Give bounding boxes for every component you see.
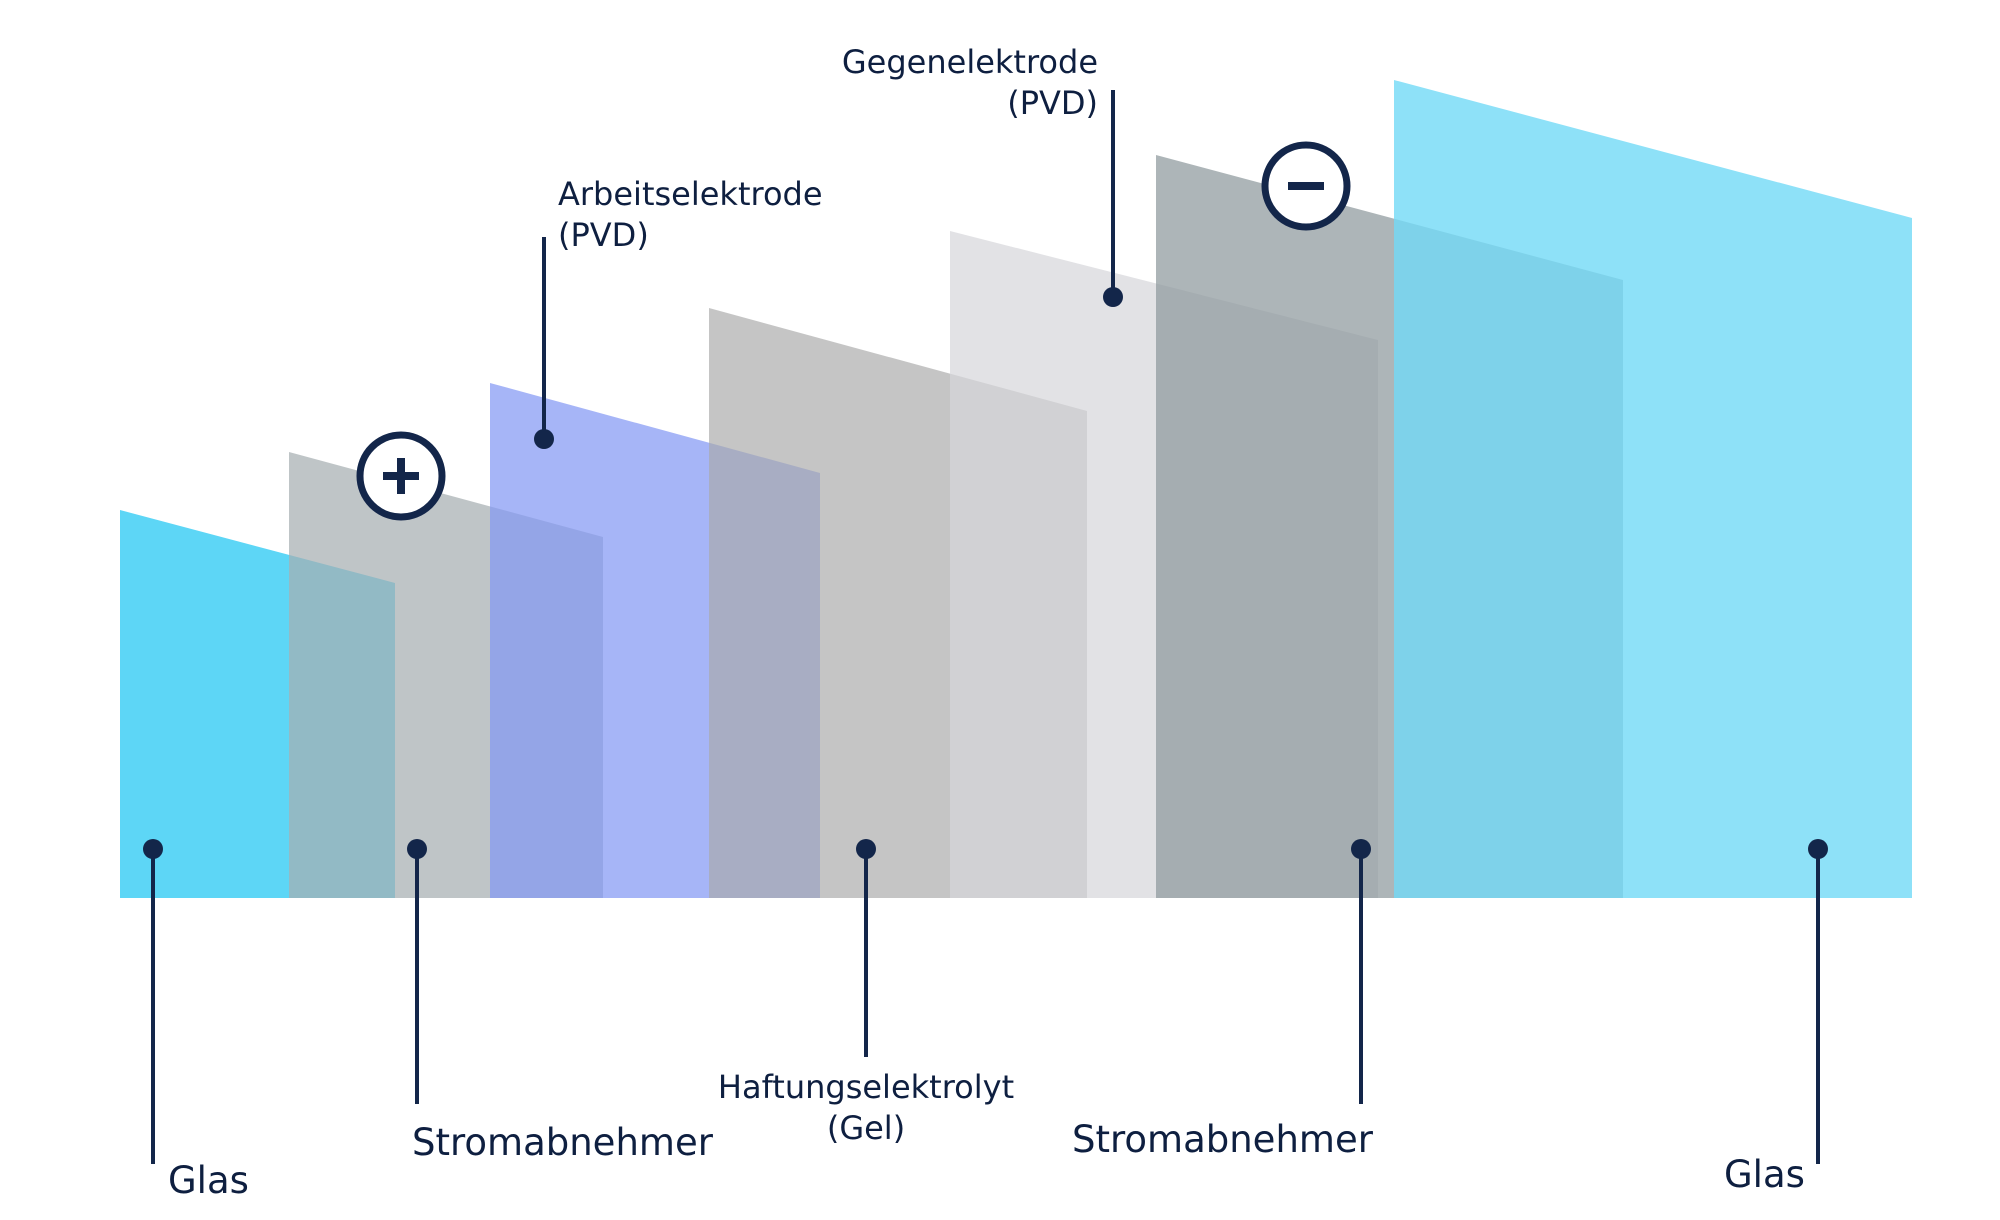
label-arbeitselektrode-sub: (PVD) xyxy=(558,216,649,254)
label-gegenelektrode-sub: (PVD) xyxy=(1007,84,1098,122)
label-haftungselektrolyt-sub: (Gel) xyxy=(827,1109,905,1147)
label-haftungselektrolyt: Haftungselektrolyt xyxy=(718,1068,1014,1106)
label-glas-right: Glas xyxy=(1724,1153,1805,1196)
leader-glas-left xyxy=(143,839,163,1164)
label-gegenelektrode: Gegenelektrode xyxy=(842,43,1098,81)
negative-terminal-icon xyxy=(1261,141,1351,231)
label-arbeitselektrode: Arbeitselektrode xyxy=(558,175,823,213)
leader-gegenelektrode xyxy=(1103,90,1123,307)
label-stromabnehmer-right: Stromabnehmer xyxy=(1072,1118,1374,1161)
leader-glas-right xyxy=(1808,839,1828,1164)
leader-stromabnehmer-right xyxy=(1351,839,1371,1104)
positive-terminal-icon xyxy=(356,431,446,521)
layer-glass-right xyxy=(1394,80,1912,898)
leader-stromabnehmer-left xyxy=(407,839,427,1104)
leader-arbeitselektrode xyxy=(534,237,554,449)
leader-haftungselektrolyt xyxy=(856,839,876,1057)
label-stromabnehmer-left: Stromabnehmer xyxy=(412,1121,714,1164)
label-glas-left: Glas xyxy=(168,1159,249,1202)
